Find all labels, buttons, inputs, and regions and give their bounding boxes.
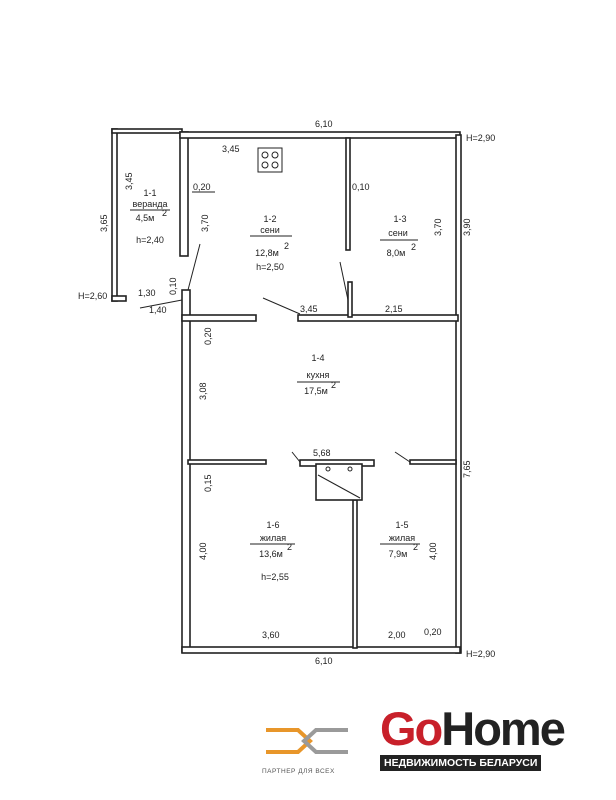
room-1-4: 1-4 кухня 17,5м2 (297, 353, 340, 396)
svg-text:1-1: 1-1 (143, 188, 156, 198)
svg-text:13,6м: 13,6м (259, 549, 283, 559)
svg-text:7,65: 7,65 (462, 460, 472, 478)
svg-text:1-5: 1-5 (395, 520, 408, 530)
partner-logo-icon (266, 728, 348, 754)
svg-text:4,00: 4,00 (198, 542, 208, 560)
svg-text:3,45: 3,45 (300, 304, 318, 314)
svg-text:12,8м: 12,8м (255, 248, 279, 258)
svg-text:3,45: 3,45 (124, 172, 134, 190)
room-1-2: 1-2 сени 12,8м 2 h=2,50 (250, 214, 292, 272)
svg-text:кухня: кухня (307, 370, 330, 380)
stove-icon (257, 147, 361, 499)
gohome-home: Home (441, 702, 566, 755)
svg-text:0,10: 0,10 (168, 277, 178, 295)
svg-text:1-4: 1-4 (311, 353, 324, 363)
svg-text:h=2,55: h=2,55 (261, 572, 289, 582)
svg-text:2: 2 (413, 542, 418, 552)
svg-text:жилая: жилая (389, 533, 415, 543)
walls (111, 128, 462, 654)
svg-text:2: 2 (287, 542, 292, 552)
svg-text:5,68: 5,68 (313, 448, 331, 458)
svg-text:3,45: 3,45 (222, 144, 240, 154)
svg-text:h=2,50: h=2,50 (256, 262, 284, 272)
svg-text:2: 2 (284, 241, 289, 251)
svg-text:0,20: 0,20 (203, 327, 213, 345)
svg-text:0,20: 0,20 (424, 627, 442, 637)
svg-text:3,60: 3,60 (262, 630, 280, 640)
svg-text:H=2,90: H=2,90 (466, 649, 495, 659)
room-1-1: 1-1 веранда 4,5м 2 h=2,40 (130, 188, 170, 245)
svg-text:4,5м: 4,5м (136, 213, 155, 223)
floor-plan: 1-1 веранда 4,5м 2 h=2,40 1-2 сени 12,8м 2… (78, 119, 495, 666)
svg-text:1,40: 1,40 (149, 305, 167, 315)
svg-text:H=2,90: H=2,90 (466, 133, 495, 143)
svg-text:сени: сени (260, 225, 280, 235)
svg-text:2: 2 (331, 380, 336, 390)
svg-text:6,10: 6,10 (315, 656, 333, 666)
room-1-3: 1-3 сени 8,0м 2 (380, 214, 418, 258)
svg-text:0,10: 0,10 (352, 182, 370, 192)
svg-text:3,70: 3,70 (200, 214, 210, 232)
svg-text:4,00: 4,00 (428, 542, 438, 560)
svg-text:2,00: 2,00 (388, 630, 406, 640)
svg-text:3,70: 3,70 (433, 218, 443, 236)
svg-text:2: 2 (162, 208, 167, 218)
svg-text:1-3: 1-3 (393, 214, 406, 224)
gohome-logo: GoHome НЕДВИЖИМОСТЬ БЕЛАРУСИ (380, 702, 566, 771)
svg-text:2: 2 (411, 242, 416, 252)
gohome-tagline: НЕДВИЖИМОСТЬ БЕЛАРУСИ (380, 755, 542, 771)
svg-text:1,30: 1,30 (138, 288, 156, 298)
svg-text:6,10: 6,10 (315, 119, 333, 129)
leader-lines (139, 191, 411, 463)
partner-tagline: ПАРТНЕР ДЛЯ ВСЕХ (262, 768, 335, 775)
svg-text:3,90: 3,90 (462, 218, 472, 236)
partner-logo: ПАРТНЕР ДЛЯ ВСЕХ (262, 725, 354, 775)
room-1-6: 1-6 жилая 13,6м 2 h=2,55 (250, 520, 295, 582)
svg-text:0,15: 0,15 (203, 474, 213, 492)
svg-text:7,9м: 7,9м (389, 549, 408, 559)
room-1-5: 1-5 жилая 7,9м 2 (380, 520, 420, 559)
svg-text:веранда: веранда (133, 199, 168, 209)
svg-text:3,65: 3,65 (99, 214, 109, 232)
svg-text:h=2,40: h=2,40 (136, 235, 164, 245)
svg-text:H=2,60: H=2,60 (78, 291, 107, 301)
svg-text:17,5м: 17,5м (304, 386, 328, 396)
svg-text:0,20: 0,20 (193, 182, 211, 192)
svg-text:2,15: 2,15 (385, 304, 403, 314)
svg-text:1-2: 1-2 (263, 214, 276, 224)
svg-text:1-6: 1-6 (266, 520, 279, 530)
svg-text:жилая: жилая (260, 533, 286, 543)
svg-text:8,0м: 8,0м (387, 248, 406, 258)
svg-text:сени: сени (388, 228, 408, 238)
svg-text:3,08: 3,08 (198, 382, 208, 400)
gohome-go: Go (380, 702, 443, 755)
dimensions: 6,10 H=2,90 3,45 0,20 0,10 3,45 2,15 1,3… (78, 119, 495, 666)
